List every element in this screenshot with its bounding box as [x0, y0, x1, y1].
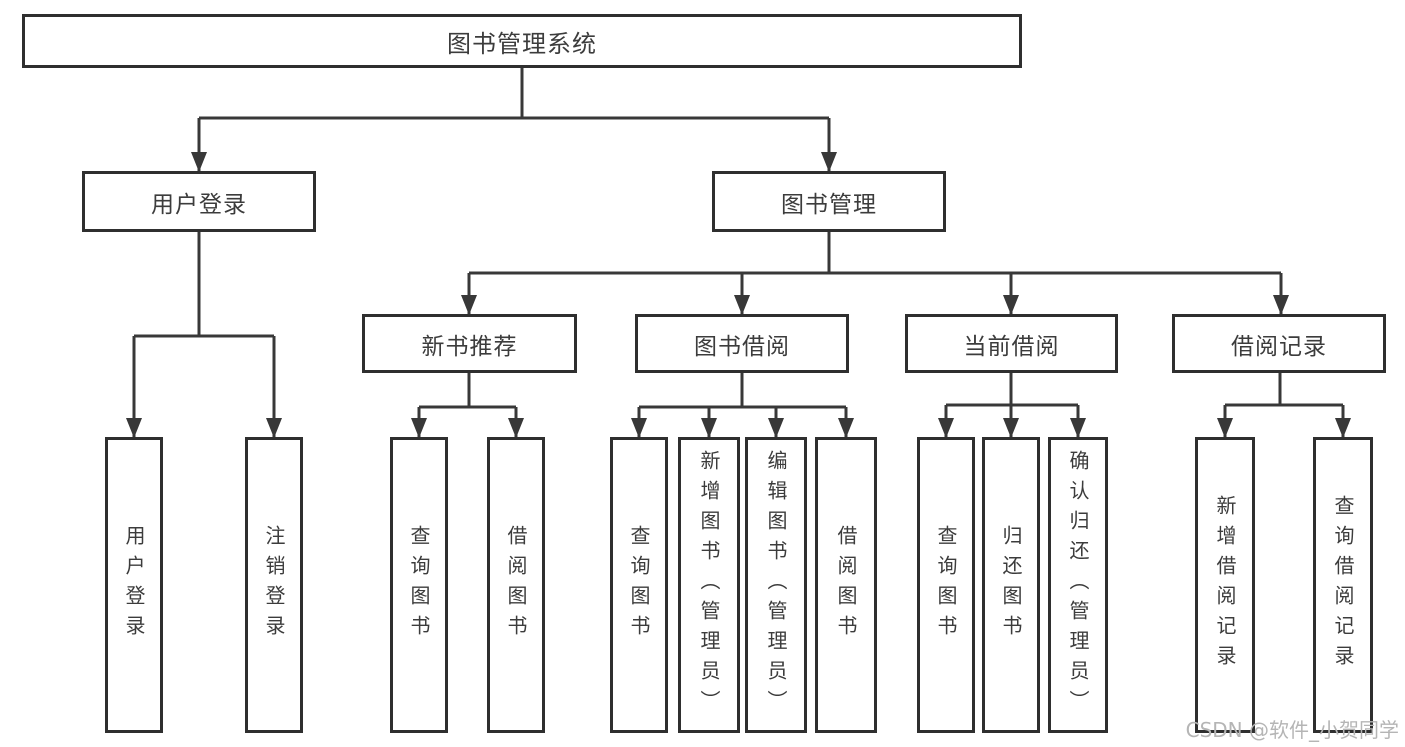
node-new-book-recommendation: 新书推荐 [362, 314, 577, 373]
node-leaf-logout: 注销登录 [245, 437, 303, 733]
node-book-management-branch: 图书管理 [712, 171, 946, 232]
node-leaf-confirm-return-admin: 确认归还（管理员） [1048, 437, 1108, 733]
node-leaf-query-books: 查询图书 [390, 437, 448, 733]
node-leaf-add-borrow-record: 新增借阅记录 [1195, 437, 1255, 733]
node-leaf-user-login: 用户登录 [105, 437, 163, 733]
node-leaf-borrow-books-2: 借阅图书 [815, 437, 877, 733]
node-leaf-return-books: 归还图书 [982, 437, 1040, 733]
node-borrowing-records: 借阅记录 [1172, 314, 1386, 373]
node-leaf-query-books-3: 查询图书 [917, 437, 975, 733]
node-leaf-query-borrow-record: 查询借阅记录 [1313, 437, 1373, 733]
node-current-borrowing: 当前借阅 [905, 314, 1118, 373]
node-root-library-system: 图书管理系统 [22, 14, 1022, 68]
node-leaf-query-books-2: 查询图书 [610, 437, 668, 733]
node-leaf-edit-books-admin: 编辑图书（管理员） [745, 437, 807, 733]
node-leaf-borrow-books: 借阅图书 [487, 437, 545, 733]
node-user-login-branch: 用户登录 [82, 171, 316, 232]
node-leaf-add-books-admin: 新增图书（管理员） [678, 437, 740, 733]
node-book-borrowing: 图书借阅 [635, 314, 849, 373]
csdn-watermark: CSDN @软件_小贺同学 [1185, 718, 1399, 742]
